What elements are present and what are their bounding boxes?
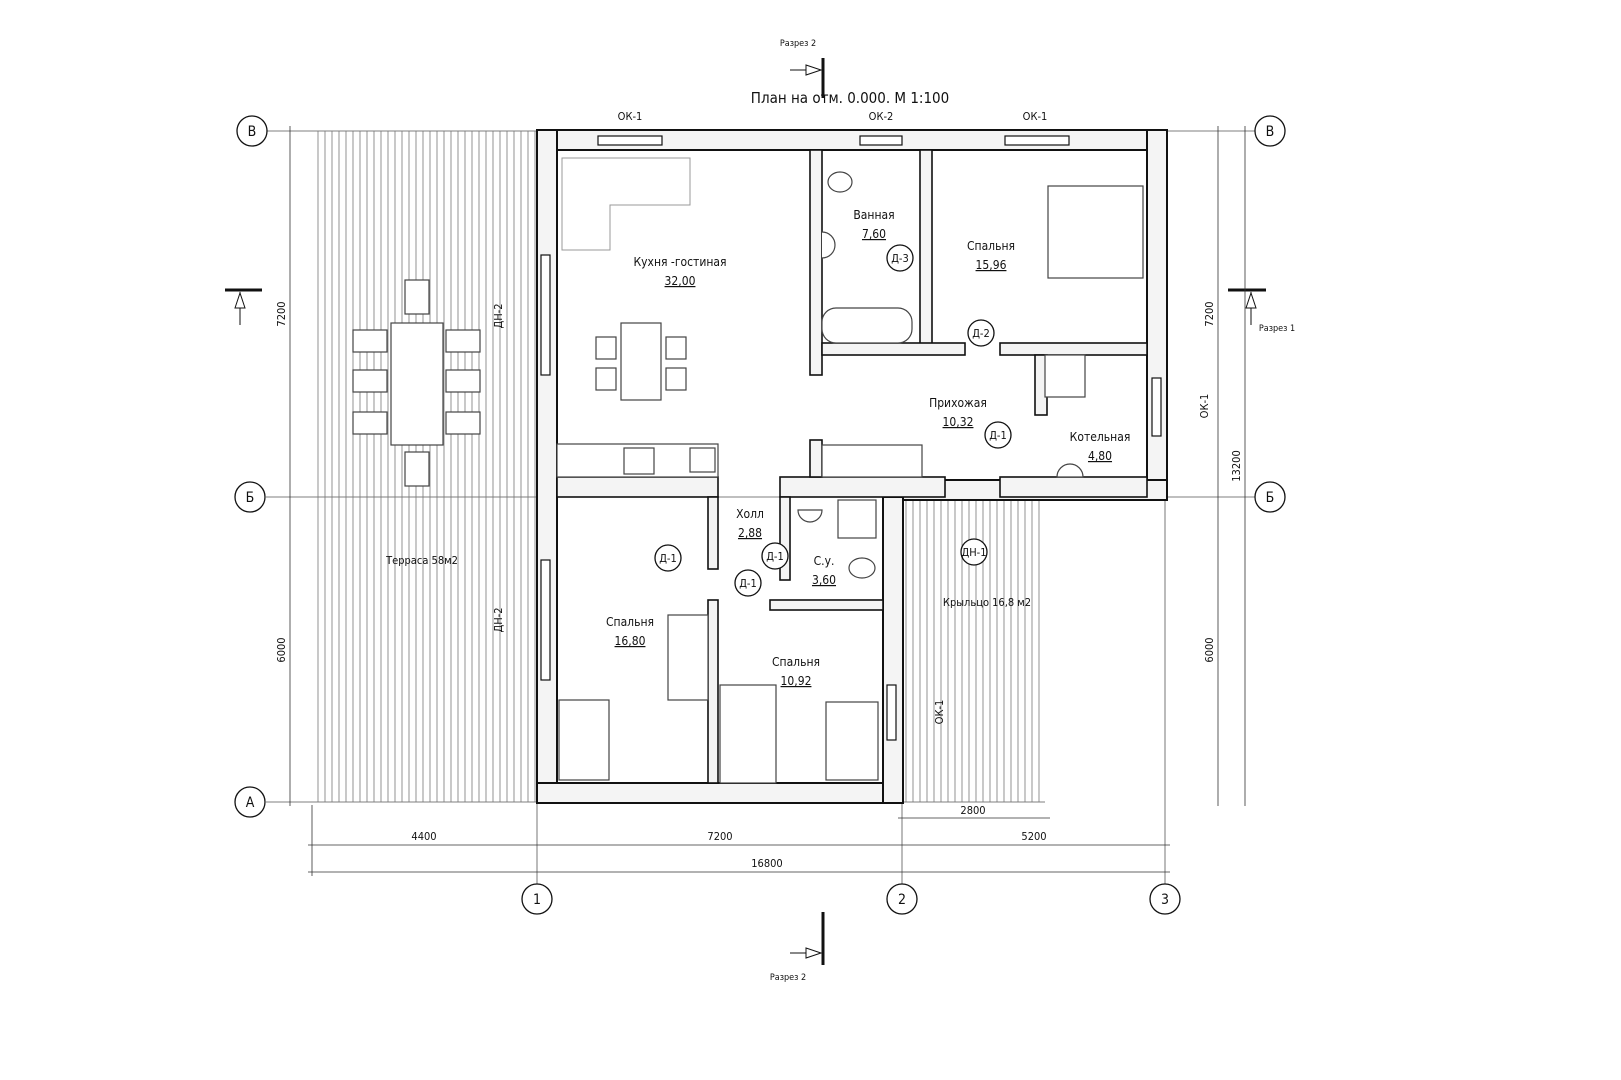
svg-text:В: В — [1266, 124, 1275, 140]
dimension: 7200 — [275, 301, 288, 326]
svg-text:Б: Б — [246, 490, 255, 506]
dimension: 2800 — [960, 804, 985, 817]
svg-text:В: В — [248, 124, 257, 140]
room-area: 3,60 — [812, 573, 836, 587]
room-name: Спальня — [606, 615, 654, 629]
terrace-label: Терраса 58м2 — [385, 554, 458, 567]
window-label: ОК-1 — [933, 700, 946, 725]
window-label: ДН-2 — [492, 607, 505, 632]
section-mark-top: Разрез 2 — [780, 39, 825, 98]
dimension: 7200 — [707, 830, 732, 843]
dimension: 16800 — [751, 857, 782, 870]
svg-text:Д-3: Д-3 — [891, 252, 909, 265]
dimension: 4400 — [411, 830, 436, 843]
svg-text:Д-2: Д-2 — [972, 327, 990, 340]
windows — [540, 135, 1162, 741]
room-area: 16,80 — [615, 634, 646, 648]
room-area: 10,92 — [781, 674, 812, 688]
svg-text:Б: Б — [1266, 490, 1275, 506]
room-name: С.у. — [814, 554, 835, 568]
svg-text:Д-1: Д-1 — [766, 550, 784, 563]
terrace-dining-table — [352, 279, 481, 487]
room-area: 7,60 — [862, 227, 886, 241]
svg-text:ДН-1: ДН-1 — [961, 546, 986, 559]
section-mark-bottom: Разрез 2 — [770, 912, 825, 983]
dimension: 13200 — [1230, 450, 1243, 481]
room-name: Прихожая — [929, 396, 987, 410]
svg-text:Д-1: Д-1 — [659, 552, 677, 565]
furniture — [556, 157, 1144, 784]
window-label: ОК-1 — [1023, 110, 1048, 123]
porch-label: Крыльцо 16,8 м2 — [943, 596, 1031, 609]
svg-text:Разрез 2: Разрез 2 — [780, 39, 816, 49]
window-label: ОК-1 — [618, 110, 643, 123]
svg-text:2: 2 — [898, 892, 906, 908]
dimension: 7200 — [1203, 301, 1216, 326]
dimension: 6000 — [1203, 637, 1216, 662]
room-name: Котельная — [1070, 430, 1131, 444]
svg-text:Разрез 1: Разрез 1 — [1259, 324, 1295, 334]
room-name: Ванная — [853, 208, 894, 222]
svg-text:Разрез 2: Разрез 2 — [770, 973, 806, 983]
dimension: 5200 — [1021, 830, 1046, 843]
dimension: 6000 — [275, 637, 288, 662]
svg-text:Д-1: Д-1 — [739, 577, 757, 590]
room-area: 10,32 — [943, 415, 974, 429]
dimension-lines — [289, 126, 1246, 876]
svg-text:А: А — [246, 795, 255, 811]
window-label: ОК-2 — [869, 110, 894, 123]
room-name: Спальня — [967, 239, 1015, 253]
room-area: 32,00 — [665, 274, 696, 288]
plan-title: План на отм. 0.000. М 1:100 — [751, 89, 949, 107]
room-area: 15,96 — [976, 258, 1007, 272]
window-label: ДН-2 — [492, 303, 505, 328]
room-name: Холл — [736, 507, 764, 521]
section-mark-left — [225, 288, 262, 325]
room-name: Кухня -гостиная — [634, 255, 727, 269]
room-area: 4,80 — [1088, 449, 1112, 463]
svg-text:Д-1: Д-1 — [989, 429, 1007, 442]
section-mark-right: Разрез 1 — [1228, 288, 1295, 334]
svg-text:1: 1 — [533, 892, 541, 908]
room-name: Спальня — [772, 655, 820, 669]
room-area: 2,88 — [738, 526, 762, 540]
window-label: ОК-1 — [1198, 394, 1211, 419]
axis-markers: В В Б Б А 1 2 3 — [234, 115, 1286, 915]
door-tags: Д-3 Д-2 Д-1 Д-1 Д-1 Д-1 ДН-1 — [654, 244, 1012, 597]
room-labels: Кухня -гостиная 32,00 Ванная 7,60 Спальня 1… — [606, 208, 1130, 688]
svg-text:3: 3 — [1161, 892, 1169, 908]
